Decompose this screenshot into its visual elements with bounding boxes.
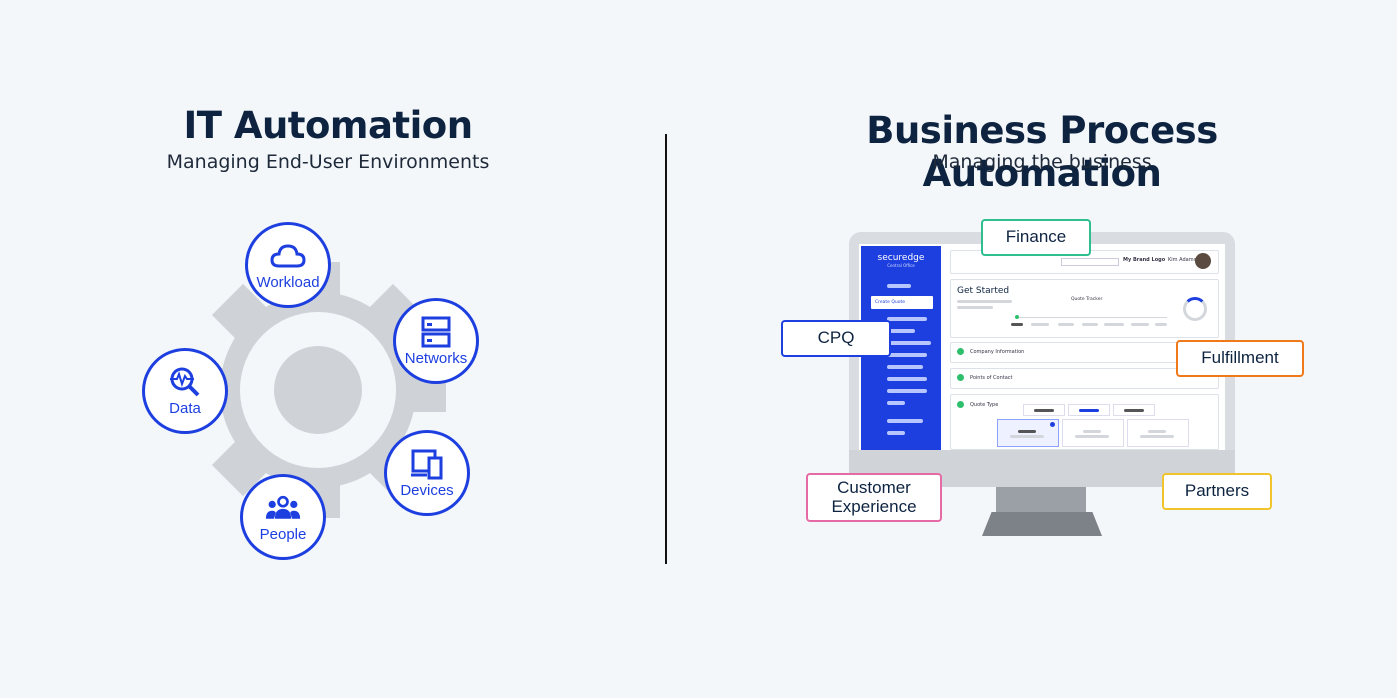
devices-node: Devices <box>384 430 470 516</box>
tracker-step <box>1104 323 1124 326</box>
tracker-step <box>1011 323 1023 326</box>
user-avatar[interactable] <box>1195 253 1211 269</box>
cpq-tag: CPQ <box>781 320 891 357</box>
quote-tracker-label: Quote Tracker <box>1071 297 1103 302</box>
networks-node: Networks <box>393 298 479 384</box>
tracker-step <box>1031 323 1049 326</box>
devices-label: Devices <box>400 481 454 499</box>
tracker-step <box>1155 323 1167 326</box>
placeholder-line <box>957 300 1012 303</box>
networks-label: Networks <box>404 349 468 367</box>
sidebar-line <box>887 365 923 369</box>
sidebar-line <box>887 431 905 435</box>
devices-icon <box>411 449 443 479</box>
quote-type-tab[interactable] <box>1113 404 1155 416</box>
placeholder-line <box>1034 409 1054 412</box>
data-node: Data <box>142 348 228 434</box>
placeholder-line <box>1124 409 1144 412</box>
people-label: People <box>259 525 307 543</box>
server-icon <box>421 316 451 347</box>
customer-experience-tag: Customer Experience <box>806 473 942 522</box>
selected-dot <box>1050 422 1055 427</box>
step-company-label: Company Information <box>970 349 1025 355</box>
quote-option[interactable] <box>1062 419 1124 447</box>
workload-node: Workload <box>245 222 331 308</box>
app-brand: securedge <box>877 253 925 263</box>
step-company-information[interactable]: Company Information <box>950 342 1219 363</box>
header-search-input[interactable] <box>1061 258 1119 266</box>
placeholder-line <box>1148 430 1166 433</box>
placeholder-line <box>1010 435 1044 438</box>
placeholder-line <box>1075 435 1109 438</box>
placeholder-line <box>1140 435 1174 438</box>
gear-icon <box>190 262 446 518</box>
cloud-icon <box>270 243 306 267</box>
partners-tag: Partners <box>1162 473 1272 510</box>
quote-type-tab-active[interactable] <box>1068 404 1110 416</box>
sidebar-line <box>887 401 905 405</box>
placeholder-line <box>1083 430 1101 433</box>
vertical-divider <box>665 134 667 564</box>
get-started-card: Get Started Quote Tracker <box>950 279 1219 338</box>
header-brand-logo: My Brand Logo <box>1123 257 1166 263</box>
monitor-stand-neck <box>996 487 1086 513</box>
tracker-step <box>1082 323 1098 326</box>
step-quote-type-label: Quote Type <box>970 402 999 408</box>
it-automation-subtitle: Managing End-User Environments <box>166 151 490 173</box>
sidebar-line <box>887 329 915 333</box>
fulfillment-tag: Fulfillment <box>1176 340 1304 377</box>
quote-option-selected[interactable] <box>997 419 1059 447</box>
people-node: People <box>240 474 326 560</box>
quote-type-tab[interactable] <box>1023 404 1065 416</box>
finance-tag: Finance <box>981 219 1091 256</box>
sidebar-line <box>887 317 927 321</box>
data-search-icon <box>170 367 200 396</box>
app-screenshot: securedge Central Office Create Quote My… <box>859 244 1225 450</box>
app-brand-sub: Central Office <box>887 263 915 268</box>
get-started-title: Get Started <box>957 286 1010 296</box>
tracker-step <box>1058 323 1074 326</box>
placeholder-line <box>1079 409 1099 412</box>
placeholder-line <box>1018 430 1036 433</box>
check-icon <box>957 374 964 381</box>
sidebar-line <box>887 353 927 357</box>
step-contact-label: Points of Contact <box>970 375 1013 381</box>
sidebar-line <box>887 341 931 345</box>
bpa-title: Business Process Automation <box>866 109 1218 195</box>
create-quote-button[interactable]: Create Quote <box>871 296 933 309</box>
check-icon <box>957 401 964 408</box>
tracker-dot <box>1015 315 1019 319</box>
data-label: Data <box>169 399 201 417</box>
sidebar-line <box>887 284 911 288</box>
sidebar-line <box>887 389 927 393</box>
customer-experience-line-1: Customer <box>837 477 911 497</box>
sidebar-line <box>887 419 923 423</box>
bpa-subtitle: Managing the business <box>932 151 1152 173</box>
people-icon <box>265 495 301 519</box>
tracker-line <box>1017 317 1167 318</box>
step-points-of-contact[interactable]: Points of Contact <box>950 368 1219 389</box>
workload-label: Workload <box>256 273 320 291</box>
header-user-name: Kim Adams <box>1168 257 1197 263</box>
customer-experience-line-2: Experience <box>831 496 917 516</box>
sidebar-line <box>887 377 927 381</box>
progress-ring <box>1183 297 1207 321</box>
it-automation-title: IT Automation <box>183 104 473 147</box>
step-quote-type[interactable]: Quote Type <box>950 394 1219 450</box>
check-icon <box>957 348 964 355</box>
placeholder-line <box>957 306 993 309</box>
tracker-step <box>1131 323 1149 326</box>
monitor-stand-base <box>982 512 1102 536</box>
quote-option[interactable] <box>1127 419 1189 447</box>
